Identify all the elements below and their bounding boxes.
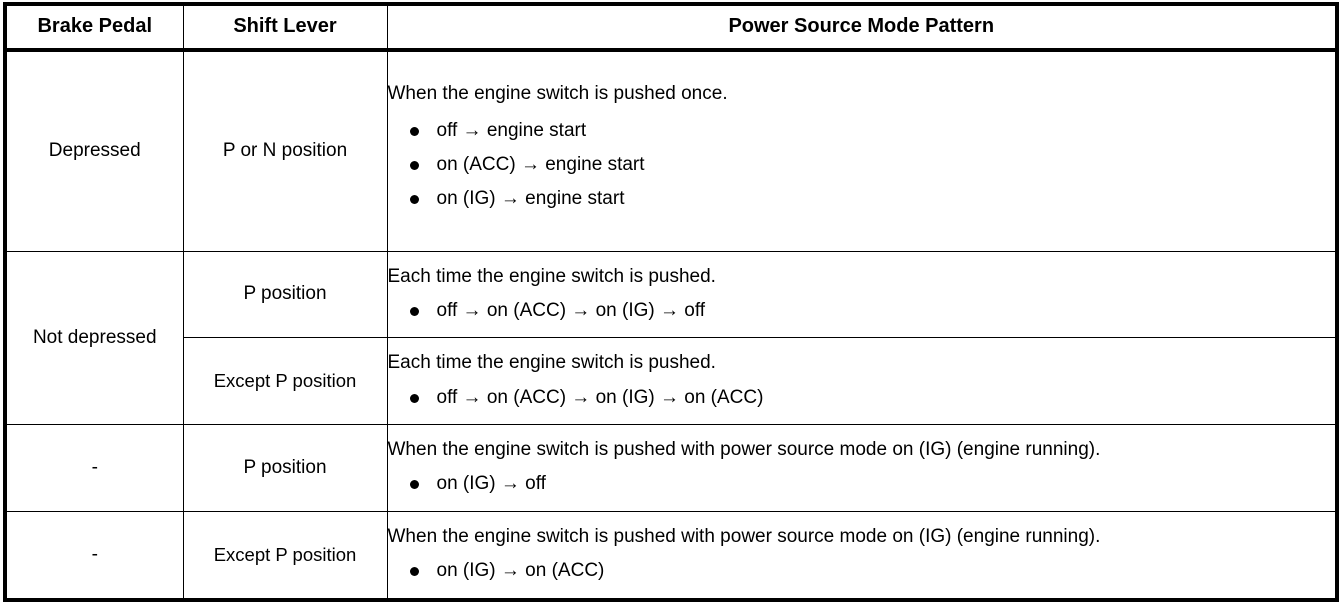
column-header-brake-pedal: Brake Pedal (4, 3, 184, 52)
table-row: Except P position Each time the engine s… (5, 337, 1338, 425)
mode-text: off → engine start (436, 119, 587, 141)
cell-shift-lever: Except P position (182, 337, 388, 425)
mode-description: Each time the engine switch is pushed. (387, 265, 716, 287)
mode-description: When the engine switch is pushed with po… (387, 526, 1101, 548)
cell-brake-pedal: Depressed (4, 49, 184, 252)
mode-list-item: on (IG) → off (409, 471, 1336, 497)
cell-power-source-mode-pattern: When the engine switch is pushed with po… (386, 423, 1338, 512)
cell-shift-lever: P position (182, 423, 388, 512)
mode-list-item: off → on (ACC) → on (IG) → on (ACC) (409, 385, 1336, 411)
cell-shift-lever: P position (182, 250, 388, 339)
bullet-icon (409, 195, 419, 205)
mode-list: on (IG) → off (388, 471, 1336, 497)
table-row: - Except P position When the engine swit… (4, 510, 1338, 601)
cell-shift-lever: Except P position (182, 510, 388, 601)
mode-text: off → on (ACC) → on (IG) → off (436, 300, 706, 322)
mode-list: on (IG) → on (ACC) (388, 558, 1336, 584)
mode-list-item: on (IG) → on (ACC) (409, 558, 1336, 584)
cell-power-source-mode-pattern: When the engine switch is pushed once. o… (386, 49, 1338, 252)
bullet-icon (409, 160, 419, 170)
mode-text: on (IG) → engine start (436, 188, 625, 210)
table-row: Not depressed P position Each time the e… (4, 250, 1338, 425)
cell-power-source-mode-pattern: Each time the engine switch is pushed. o… (386, 337, 1338, 425)
cell-power-source-mode-pattern: Each time the engine switch is pushed. o… (386, 250, 1338, 339)
table-body: Depressed P or N position When the engin… (4, 49, 1338, 601)
cell-power-source-mode-pattern: When the engine switch is pushed with po… (386, 510, 1338, 601)
bullet-icon (409, 480, 419, 490)
cell-brake-pedal: - (4, 510, 184, 601)
cell-shift-lever: P or N position (182, 49, 388, 252)
mode-description: When the engine switch is pushed once. (387, 83, 728, 105)
column-header-power-source-mode-pattern: Power Source Mode Pattern (386, 3, 1338, 52)
table-row: - P position When the engine switch is p… (4, 423, 1338, 512)
bullet-icon (409, 567, 419, 577)
bullet-icon (409, 126, 419, 136)
table-header: Brake Pedal Shift Lever Power Source Mod… (4, 3, 1338, 52)
mode-list: off → engine start on (ACC) → engine sta… (388, 118, 1336, 213)
table-row: Depressed P or N position When the engin… (4, 49, 1338, 252)
table-header-row: Brake Pedal Shift Lever Power Source Mod… (4, 3, 1338, 52)
column-header-shift-lever: Shift Lever (182, 3, 388, 52)
mode-list-item: on (ACC) → engine start (409, 152, 1336, 178)
bullet-icon (409, 393, 419, 403)
mode-list-item: on (IG) → engine start (409, 186, 1336, 212)
mode-list-item: off → on (ACC) → on (IG) → off (409, 298, 1336, 324)
bullet-icon (409, 307, 419, 317)
mode-list: off → on (ACC) → on (IG) → off (388, 298, 1336, 324)
mode-description: When the engine switch is pushed with po… (387, 439, 1101, 461)
power-source-mode-table: Brake Pedal Shift Lever Power Source Mod… (3, 2, 1339, 602)
cell-brake-pedal: - (4, 423, 184, 512)
mode-text: off → on (ACC) → on (IG) → on (ACC) (436, 386, 764, 408)
mode-description: Each time the engine switch is pushed. (387, 352, 716, 374)
cell-brake-pedal: Not depressed (4, 250, 184, 425)
mode-text: on (IG) → off (436, 473, 546, 495)
mode-list-item: off → engine start (409, 118, 1336, 144)
mode-text: on (IG) → on (ACC) (436, 560, 605, 582)
mode-text: on (ACC) → engine start (436, 153, 645, 175)
mode-list: off → on (ACC) → on (IG) → on (ACC) (388, 385, 1336, 411)
